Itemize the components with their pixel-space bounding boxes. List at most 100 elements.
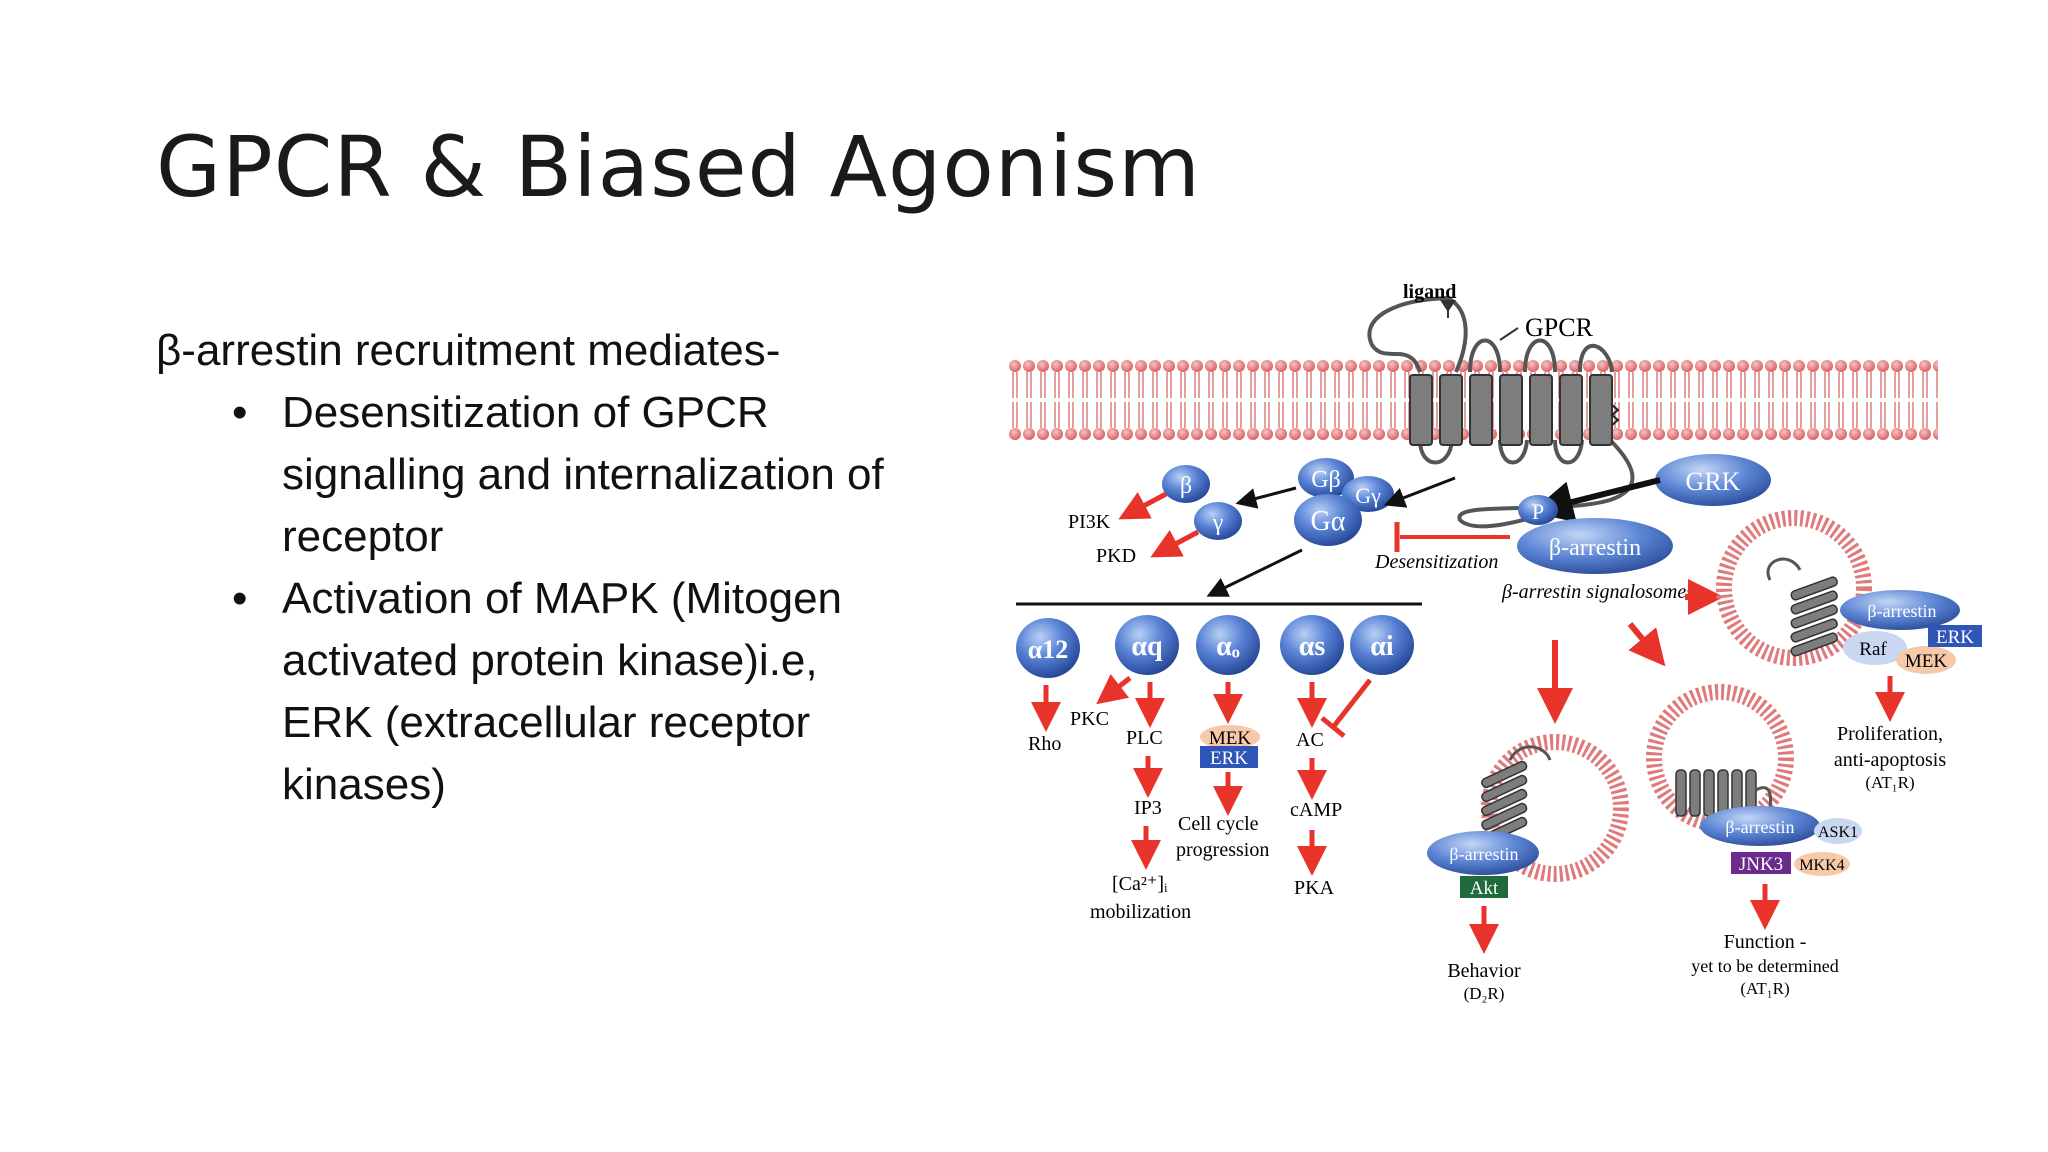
behavior-label: Behavior xyxy=(1447,960,1521,982)
g-gamma-label: Gγ xyxy=(1355,483,1381,508)
vesicle-akt xyxy=(1481,734,1629,882)
mek-protein xyxy=(1200,725,1260,749)
slide-title: GPCR & Biased Agonism xyxy=(156,118,1201,216)
cellcycle-label: Cell cycle xyxy=(1178,813,1259,835)
signalosomes-label: β-arrestin signalosomes xyxy=(1501,581,1694,603)
function-label: Function - xyxy=(1724,931,1807,953)
alpha-i-protein xyxy=(1350,615,1414,675)
alpha-o-protein xyxy=(1196,615,1260,675)
desensitization-label: Desensitization xyxy=(1374,551,1498,573)
ligand-marker xyxy=(1440,300,1456,318)
ai-inhibit-ac-line xyxy=(1332,678,1372,728)
mobilization-label: mobilization xyxy=(1090,901,1191,923)
beta-arrestin-akt-label: β-arrestin xyxy=(1449,844,1518,864)
g-gamma-protein xyxy=(1342,476,1394,512)
grk-label: GRK xyxy=(1686,467,1741,496)
alpha-s-protein xyxy=(1280,615,1344,675)
bullet-list: Desensitization of GPCR signalling and i… xyxy=(156,382,916,816)
alpha-i-label: αi xyxy=(1370,631,1394,662)
gamma-to-pkd-arrow xyxy=(1150,529,1200,558)
mkk4-protein xyxy=(1794,852,1850,876)
slide-body: β-arrestin recruitment mediates- Desensi… xyxy=(156,320,916,816)
ac-label: AC xyxy=(1296,729,1324,751)
signalosome-to-jnk-arrow xyxy=(1627,622,1666,667)
beta-arrestin-erk xyxy=(1840,590,1960,630)
ask1-label: ASK1 xyxy=(1818,824,1858,841)
mkk4-label: MKK4 xyxy=(1799,857,1844,874)
beta-arrestin-main-label: β-arrestin xyxy=(1549,535,1641,561)
mek2-label: MEK xyxy=(1905,651,1948,672)
vesicle-erk xyxy=(1716,510,1872,666)
g-to-betagamma-arrow xyxy=(1235,486,1297,509)
pkd-label: PKD xyxy=(1096,545,1136,567)
function-tbd-label: yet to be determined xyxy=(1691,956,1838,976)
akt-protein xyxy=(1460,876,1508,898)
function-receptor-label: (AT₁R) xyxy=(1740,979,1789,998)
raf-protein xyxy=(1843,631,1907,665)
gamma-subunit-label: γ xyxy=(1212,510,1224,536)
gpcr-pointer xyxy=(1499,327,1519,341)
phosphate-p-label: P xyxy=(1532,499,1544,524)
phosphate-p xyxy=(1518,495,1558,525)
galpha-to-subtypes-arrow xyxy=(1206,548,1303,597)
alpha-12-label: α12 xyxy=(1028,635,1069,664)
mek2-protein xyxy=(1896,646,1956,674)
rho-label: Rho xyxy=(1028,733,1061,755)
g-alpha-protein xyxy=(1294,494,1362,546)
g-beta-label: Gβ xyxy=(1311,467,1341,493)
camp-label: cAMP xyxy=(1290,799,1342,821)
receptor-to-g-arrow xyxy=(1384,476,1456,508)
erk-protein xyxy=(1200,746,1258,768)
alpha-q-label: αq xyxy=(1131,631,1163,662)
erk2-protein xyxy=(1928,625,1982,647)
pi3k-label: PI3K xyxy=(1068,511,1111,533)
alpha-o-label: αₒ xyxy=(1216,631,1240,662)
transmembrane-helices xyxy=(1409,374,1620,446)
erk2-label: ERK xyxy=(1936,627,1974,648)
behavior-receptor-label: (D₂R) xyxy=(1464,984,1505,1003)
jnk3-label: JNK3 xyxy=(1739,854,1783,875)
g-alpha-label: Gα xyxy=(1311,506,1346,537)
erk-label: ERK xyxy=(1210,748,1248,769)
beta-arrestin-jnk-label: β-arrestin xyxy=(1725,817,1794,837)
plc-label: PLC xyxy=(1126,727,1163,749)
aq-to-pkc-arrow xyxy=(1096,674,1132,705)
gpcr-receptor xyxy=(1367,296,1635,529)
bullet-item: Desensitization of GPCR signalling and i… xyxy=(232,382,916,568)
gamma-subunit xyxy=(1194,502,1242,540)
beta-subunit-label: β xyxy=(1180,473,1192,499)
pkc-label: PKC xyxy=(1070,708,1109,730)
lead-text: β-arrestin recruitment mediates- xyxy=(156,326,781,375)
vesicle-jnk xyxy=(1646,684,1794,832)
beta-arrestin-main xyxy=(1517,518,1673,574)
ca-label: [Ca²⁺]ᵢ xyxy=(1112,873,1168,895)
proliferation-label: Proliferation, xyxy=(1837,723,1943,745)
alpha-q-protein xyxy=(1115,615,1179,675)
beta-to-pi3k-arrow xyxy=(1118,491,1168,520)
ip3-label: IP3 xyxy=(1134,797,1162,819)
raf-label: Raf xyxy=(1859,639,1887,660)
alpha-s-label: αs xyxy=(1299,631,1326,662)
gpcr-label: GPCR xyxy=(1525,313,1594,342)
bullet-item: Activation of MAPK (Mitogen activated pr… xyxy=(232,568,916,816)
grk-arrow xyxy=(1530,477,1661,523)
beta-arrestin-akt xyxy=(1427,831,1539,875)
pka-label: PKA xyxy=(1294,877,1335,899)
anti-apoptosis-label: anti-apoptosis xyxy=(1834,749,1946,771)
mek-label: MEK xyxy=(1209,728,1252,749)
ligand-label: ligand xyxy=(1403,281,1456,303)
proliferation-receptor-label: (AT₁R) xyxy=(1865,773,1914,792)
g-beta-protein xyxy=(1298,458,1354,498)
progression-label: progression xyxy=(1176,839,1269,861)
beta-arrestin-erk-label: β-arrestin xyxy=(1867,601,1936,621)
ask1-protein xyxy=(1814,818,1862,844)
grk-protein xyxy=(1655,454,1771,506)
signalosomes-text: β-arrestin signalosomes xyxy=(1501,581,1694,603)
jnk3-protein xyxy=(1731,852,1791,874)
alpha-12-protein xyxy=(1016,618,1080,678)
alpha-subtypes: α12 αq αₒ αs αi xyxy=(1016,615,1414,678)
ai-inhibit-bar xyxy=(1320,716,1346,738)
beta-subunit xyxy=(1162,465,1210,503)
beta-arrestin-jnk xyxy=(1700,806,1820,846)
